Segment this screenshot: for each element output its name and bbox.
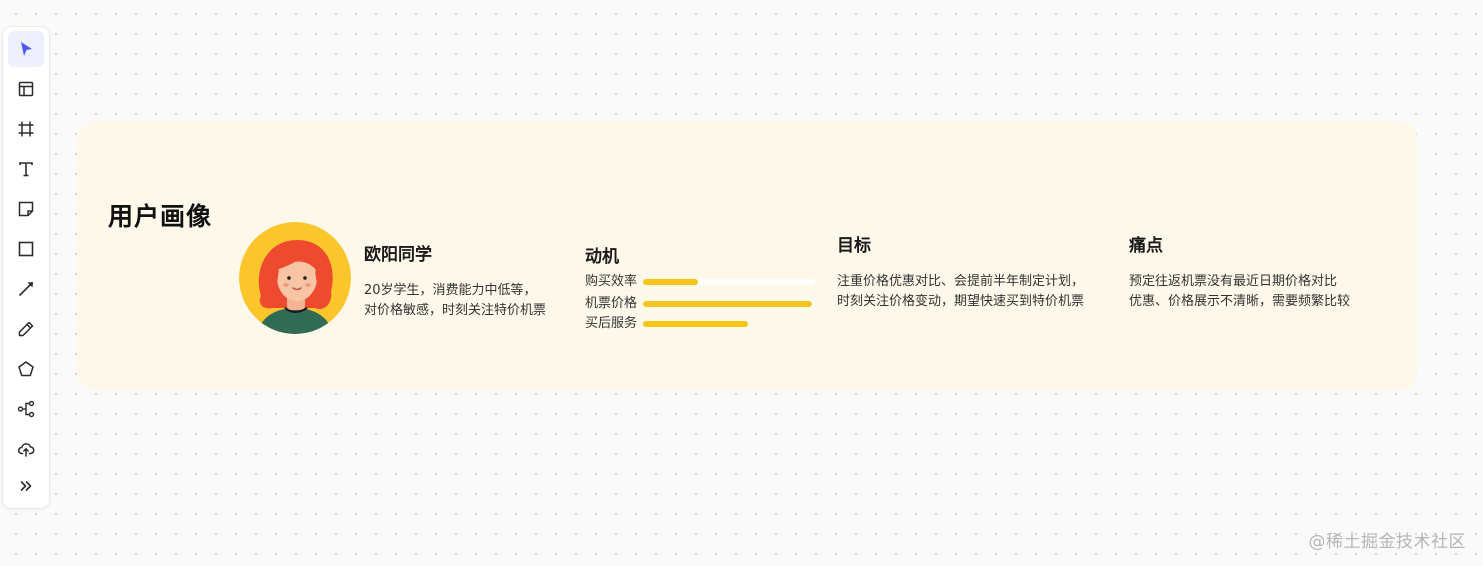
line-tool[interactable] (8, 271, 44, 307)
goals-title: 目标 (837, 236, 871, 256)
motivation-bar-fill (643, 279, 699, 285)
mindmap-tool[interactable] (8, 391, 44, 427)
motivation-bar-track (643, 301, 815, 307)
text-icon (17, 160, 35, 178)
motivation-label: 机票价格 (585, 296, 638, 311)
motivation-bar-fill (643, 301, 812, 307)
persona-description-line: 20岁学生，消费能力中低等， (364, 283, 537, 298)
select-tool[interactable] (8, 31, 44, 67)
motivation-label: 买后服务 (585, 316, 638, 331)
pencil-icon (17, 320, 35, 338)
goals-description: 注重价格优惠对比、会提前半年制定计划， 时刻关注价格变动，期望快速买到特价机票 (837, 272, 1084, 312)
persona-description-line: 对价格敏感，时刻关注特价机票 (364, 303, 547, 318)
motivation-title: 动机 (585, 247, 619, 267)
pain-points-title: 痛点 (1129, 236, 1163, 256)
mindmap-icon (17, 400, 35, 418)
watermark: @稀土掘金技术社区 (1308, 532, 1466, 552)
upload-tool[interactable] (8, 431, 44, 467)
motivation-bar-fill (643, 321, 748, 327)
motivation-bar-track (643, 321, 815, 327)
motivation-label: 购买效率 (585, 274, 638, 289)
frame-tool[interactable] (8, 111, 44, 147)
tool-sidebar (3, 27, 49, 508)
pain-points-description: 预定往返机票没有最近日期价格对比 优惠、价格展示不清晰，需要频繁比较 (1129, 272, 1350, 312)
motivation-bar-track (643, 279, 815, 285)
more-tools[interactable] (8, 468, 44, 504)
layout-icon (17, 80, 35, 98)
pain-points-description-line: 预定往返机票没有最近日期价格对比 (1129, 274, 1338, 289)
persona-description: 20岁学生，消费能力中低等， 对价格敏感，时刻关注特价机票 (364, 281, 546, 321)
double-chevron-right-icon (18, 478, 34, 494)
sticky-note-icon (17, 200, 35, 218)
text-tool[interactable] (8, 151, 44, 187)
pen-tool[interactable] (8, 311, 44, 347)
layout-tool[interactable] (8, 71, 44, 107)
persona-name: 欧阳同学 (364, 245, 432, 265)
goals-description-line: 时刻关注价格变动，期望快速买到特价机票 (837, 294, 1085, 309)
pain-points-description-line: 优惠、价格展示不清晰，需要频繁比较 (1129, 294, 1351, 309)
user-persona-card[interactable]: 用户画像 欧阳同学 (77, 121, 1417, 390)
rectangle-icon (17, 240, 35, 258)
persona-avatar-icon (239, 222, 351, 334)
goals-description-line: 注重价格优惠对比、会提前半年制定计划， (837, 274, 1085, 289)
frame-icon (17, 120, 35, 138)
cursor-arrow-icon (17, 40, 35, 58)
arrow-line-icon (17, 280, 35, 298)
polygon-tool[interactable] (8, 351, 44, 387)
sticky-note-tool[interactable] (8, 191, 44, 227)
rectangle-tool[interactable] (8, 231, 44, 267)
cloud-upload-icon (17, 440, 35, 458)
card-title: 用户画像 (108, 202, 213, 231)
pentagon-icon (17, 360, 35, 378)
